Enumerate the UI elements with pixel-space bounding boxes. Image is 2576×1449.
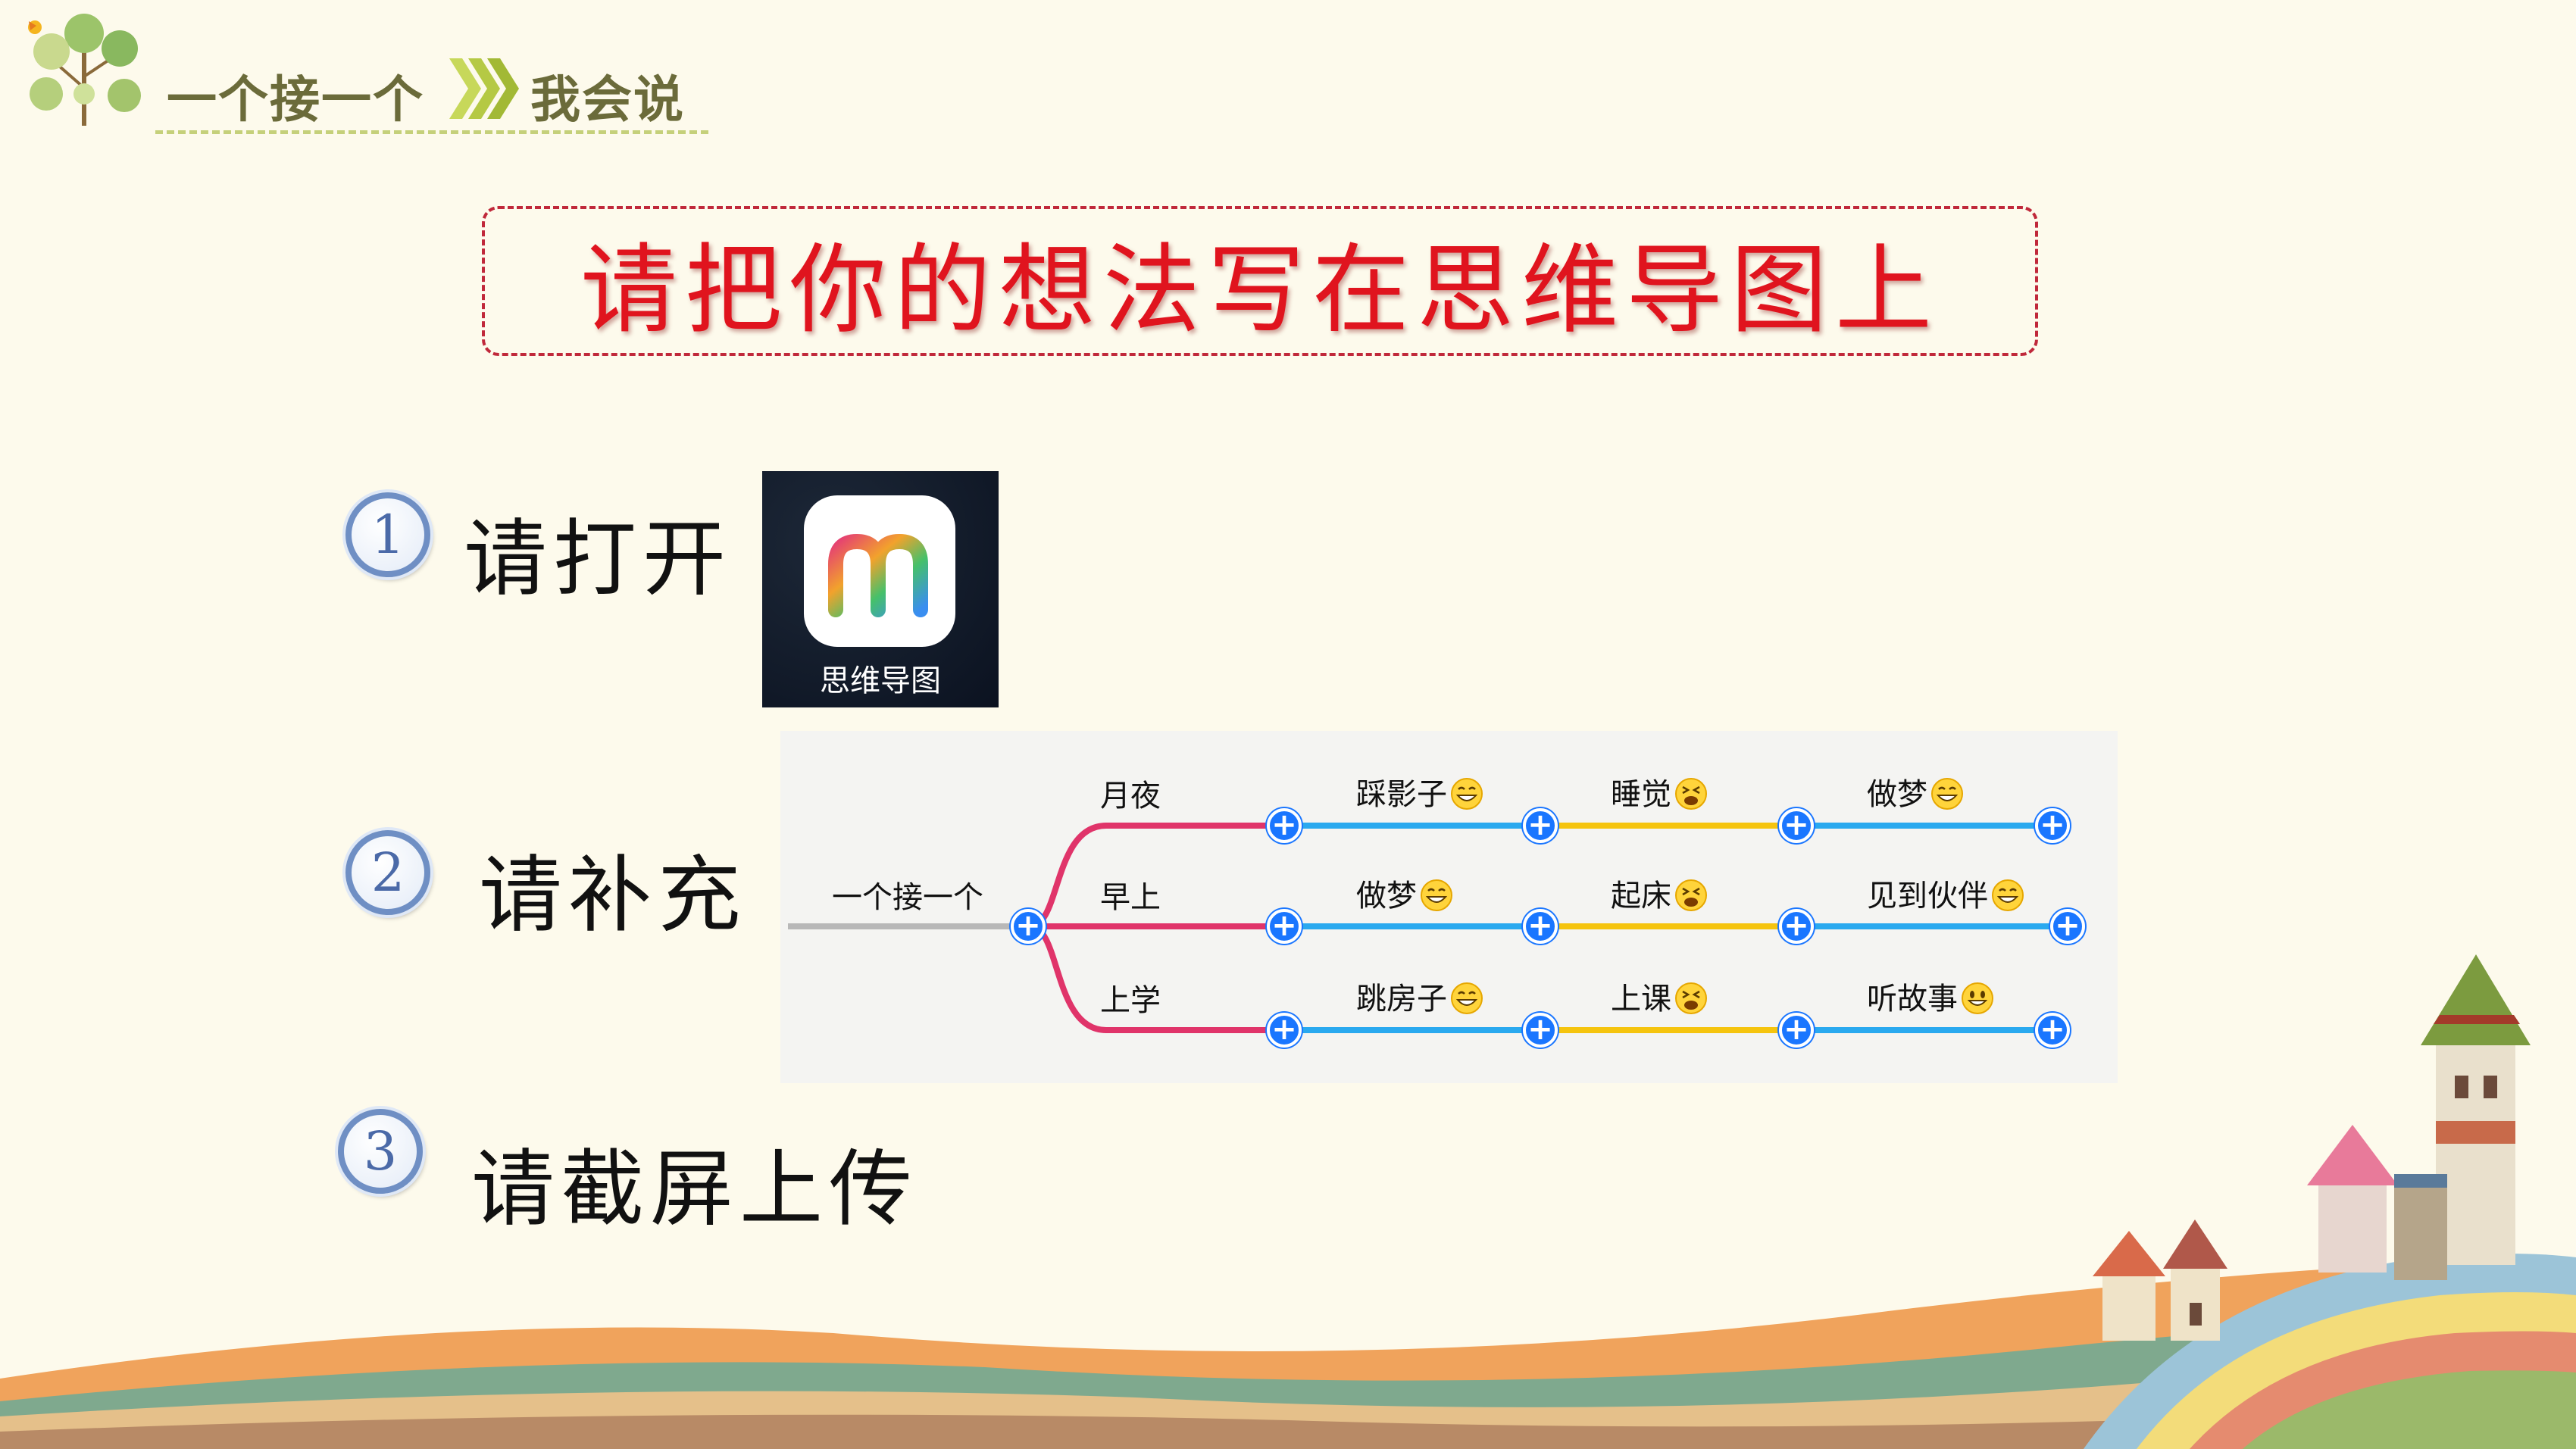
node-text: 听故事 xyxy=(1867,974,1994,1018)
step-number-1: 1 xyxy=(345,492,430,577)
grin-emoji-icon xyxy=(1992,879,2024,911)
node-text: 做梦 xyxy=(1356,871,1453,915)
add-node-button[interactable]: + xyxy=(2035,1013,2070,1048)
add-node-button[interactable]: + xyxy=(1267,808,1302,843)
node-text: 跳房子 xyxy=(1356,974,1483,1018)
branch-label-2: 早上 xyxy=(1100,880,1161,915)
mindmap-panel xyxy=(780,731,2118,1083)
tree-logo-icon xyxy=(28,14,141,126)
add-node-button[interactable]: + xyxy=(1267,909,1302,944)
step-label-2: 请补充 xyxy=(479,847,747,944)
header-subtitle: 我会说 xyxy=(530,70,685,129)
node-text: 见到伙伴 xyxy=(1867,871,2024,915)
node-text: 起床 xyxy=(1611,871,1708,915)
step-number-2: 2 xyxy=(345,830,430,915)
smile-emoji-icon xyxy=(1962,982,1993,1014)
page-title: 请把你的想法写在思维导图上 xyxy=(580,233,1940,347)
add-node-button[interactable]: + xyxy=(1523,808,1558,843)
header-title: 一个接一个 xyxy=(167,70,424,129)
add-node-button[interactable]: + xyxy=(2050,909,2085,944)
step-label-1: 请打开 xyxy=(464,511,732,607)
grin-emoji-icon xyxy=(1421,879,1452,911)
grin-emoji-icon xyxy=(1451,982,1483,1014)
tired-emoji-icon xyxy=(1675,879,1707,911)
m-logo-icon xyxy=(828,533,928,617)
header-divider xyxy=(155,130,708,134)
node-text: 踩影子 xyxy=(1356,770,1483,814)
add-node-button[interactable]: + xyxy=(1267,1013,1302,1048)
step-label-3: 请截屏上传 xyxy=(471,1141,918,1238)
add-node-button[interactable]: + xyxy=(2035,808,2070,843)
title-frame xyxy=(482,206,2038,356)
mindmap-root: 一个接一个 xyxy=(832,880,983,915)
node-text: 做梦 xyxy=(1867,770,1964,814)
tired-emoji-icon xyxy=(1675,778,1707,810)
app-icon-label: 思维导图 xyxy=(820,664,941,698)
node-text: 上课 xyxy=(1611,974,1708,1018)
add-node-button[interactable]: + xyxy=(1779,808,1814,843)
branch-label-3: 上学 xyxy=(1100,983,1161,1018)
step-number-3: 3 xyxy=(338,1109,423,1194)
branch-label-1: 月夜 xyxy=(1100,779,1161,814)
add-node-button[interactable]: + xyxy=(1523,1013,1558,1048)
add-node-button[interactable]: + xyxy=(1523,909,1558,944)
tired-emoji-icon xyxy=(1675,982,1707,1014)
grin-emoji-icon xyxy=(1931,778,1963,810)
landscape-decoration xyxy=(0,954,2576,1449)
grin-emoji-icon xyxy=(1451,778,1483,810)
node-text: 睡觉 xyxy=(1611,770,1708,814)
add-node-button[interactable]: + xyxy=(1779,1013,1814,1048)
chevron-right-icon xyxy=(449,58,519,119)
add-node-button[interactable]: + xyxy=(1779,909,1814,944)
add-node-button[interactable]: + xyxy=(1011,909,1046,944)
